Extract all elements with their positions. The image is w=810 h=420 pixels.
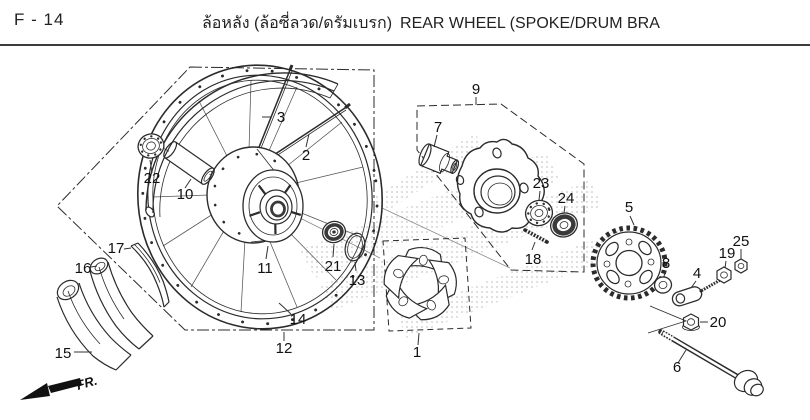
part-label-21: 21 bbox=[325, 258, 342, 275]
part-label-17: 17 bbox=[108, 240, 125, 257]
part-label-14: 14 bbox=[290, 311, 307, 328]
part-label-4: 4 bbox=[693, 265, 701, 282]
damper-box bbox=[383, 238, 471, 331]
part-label-16: 16 bbox=[75, 260, 92, 277]
part-label-25: 25 bbox=[733, 233, 750, 250]
fr-arrow-shaft bbox=[48, 378, 82, 393]
page-title-thai: ล้อหลัง (ล้อซี่ลวด/ดรัมเบรก) bbox=[202, 15, 393, 32]
rim-strip-17 bbox=[131, 243, 169, 307]
nut-19 bbox=[717, 267, 731, 283]
part-label-13: 13 bbox=[349, 272, 366, 289]
nut-25 bbox=[735, 259, 747, 273]
part-label-10: 10 bbox=[177, 186, 194, 203]
part-label-15: 15 bbox=[55, 345, 72, 362]
damper-bush-7 bbox=[417, 142, 462, 178]
part-labels: 1 2 3 4 5 6 7 8 9 10 11 12 13 14 15 16 1… bbox=[55, 81, 750, 376]
sprocket-hub bbox=[455, 139, 544, 232]
axle-6 bbox=[661, 332, 765, 398]
page-title: ล้อหลัง (ล้อซี่ลวด/ดรัมเบรก) REAR WHEEL (… bbox=[202, 11, 660, 36]
hub bbox=[207, 147, 303, 243]
fr-arrow-icon bbox=[20, 383, 50, 400]
part-label-3: 3 bbox=[277, 109, 285, 126]
bearing-22 bbox=[135, 130, 168, 161]
oil-seal-24 bbox=[548, 210, 581, 241]
part-label-5: 5 bbox=[625, 199, 633, 216]
bearing-23 bbox=[522, 197, 555, 229]
damper-set-1 bbox=[378, 238, 471, 331]
part-label-2: 2 bbox=[302, 147, 310, 164]
page-code: F - 14 bbox=[14, 10, 65, 29]
collar-10 bbox=[161, 140, 216, 187]
seal-21 bbox=[320, 218, 348, 245]
collar-8 bbox=[653, 275, 674, 295]
part-label-12: 12 bbox=[276, 340, 293, 357]
part-label-1: 1 bbox=[413, 344, 421, 361]
fr-label: FR. bbox=[75, 373, 99, 393]
hub-group-9-box bbox=[417, 104, 584, 272]
part-label-6: 6 bbox=[673, 359, 681, 376]
part-label-20: 20 bbox=[710, 314, 727, 331]
nut-20 bbox=[683, 314, 700, 331]
part-label-22: 22 bbox=[144, 170, 161, 187]
spoke-nipples bbox=[126, 55, 393, 339]
part-label-19: 19 bbox=[719, 245, 736, 262]
sprocket-5 bbox=[593, 228, 665, 298]
damper-pads bbox=[378, 245, 460, 327]
pin-18 bbox=[525, 230, 547, 242]
leader-lines bbox=[74, 97, 741, 363]
rim-strip-16 bbox=[87, 255, 153, 349]
part-label-23: 23 bbox=[533, 175, 550, 192]
part-label-9: 9 bbox=[472, 81, 480, 98]
page-title-english: REAR WHEEL (SPOKE/DRUM BRA bbox=[400, 15, 660, 32]
part-label-24: 24 bbox=[558, 190, 575, 207]
wheel-group-outline bbox=[57, 67, 374, 330]
o-ring-13 bbox=[342, 231, 368, 263]
drum-webs bbox=[249, 185, 300, 234]
part-label-8: 8 bbox=[662, 255, 670, 272]
part-label-11: 11 bbox=[257, 260, 273, 277]
part-label-7: 7 bbox=[434, 119, 442, 136]
chain-adjuster-4 bbox=[671, 279, 722, 308]
header-divider bbox=[0, 44, 810, 46]
swingarm-end bbox=[648, 306, 686, 333]
fr-arrow: FR. bbox=[20, 373, 99, 400]
part-label-18: 18 bbox=[525, 251, 542, 268]
rim-strip-15 bbox=[54, 276, 131, 370]
